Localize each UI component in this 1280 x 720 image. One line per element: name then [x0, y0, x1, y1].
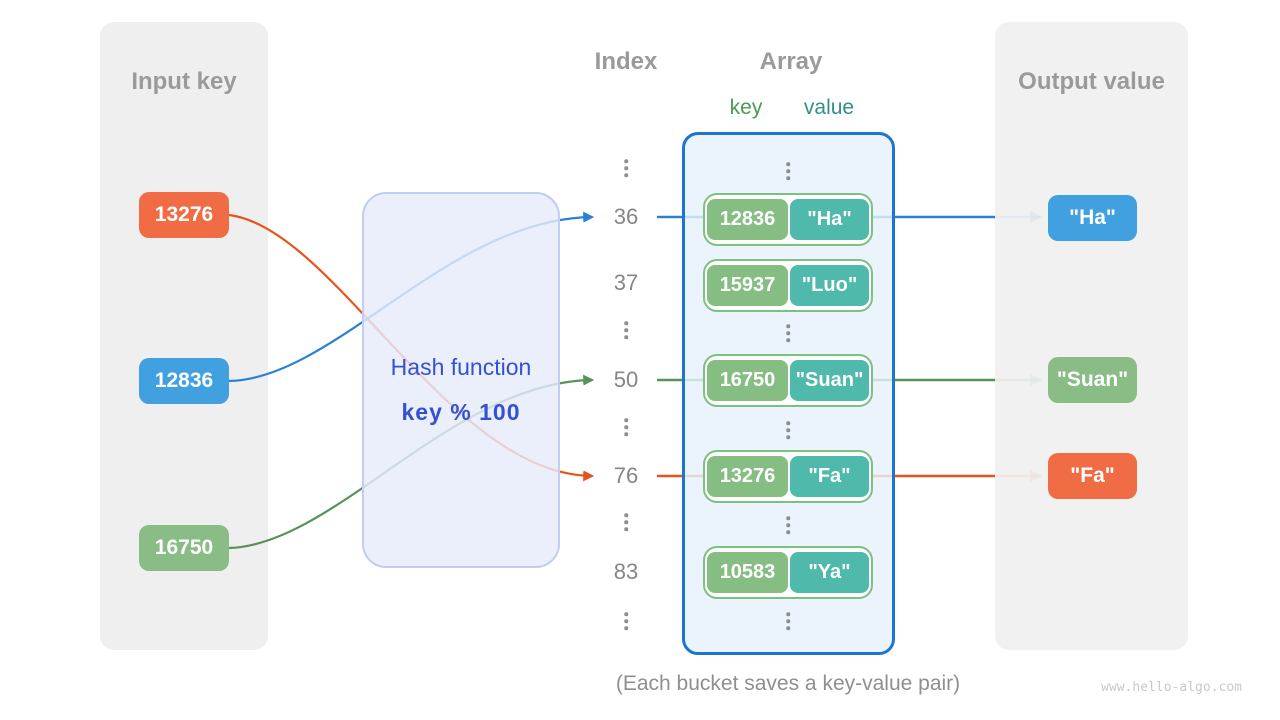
hash-function-label: Hash function	[390, 354, 532, 380]
bucket-value: "Ya"	[790, 552, 869, 593]
array-ellipsis-dots	[786, 162, 790, 180]
input-key-13276: 13276	[139, 192, 229, 238]
bucket-value: "Ha"	[790, 199, 869, 240]
site-watermark: www.hello-algo.com	[1101, 680, 1242, 695]
diagram-caption: (Each bucket saves a key-value pair)	[615, 672, 961, 695]
index-ellipsis-dots	[624, 513, 628, 531]
bucket-index-50: 16750 "Suan"	[703, 354, 873, 407]
bucket-key: 12836	[707, 199, 788, 240]
input-panel-title: Input key	[131, 68, 237, 95]
array-header: Array	[759, 48, 823, 75]
index-ellipsis-dots	[624, 159, 628, 177]
bucket-key: 10583	[707, 552, 788, 593]
index-ellipsis-dots	[624, 418, 628, 436]
array-container: 12836 "Ha" 15937 "Luo" 16750 "Suan" 1327…	[682, 132, 895, 655]
hash-formula: key % 100	[401, 399, 521, 425]
array-ellipsis-dots	[786, 516, 790, 534]
index-37: 37	[613, 270, 639, 295]
bucket-key: 13276	[707, 456, 788, 497]
key-column-label: key	[729, 96, 763, 119]
output-panel-title: Output value	[1018, 68, 1165, 95]
output-value-panel: Output value	[995, 22, 1188, 650]
bucket-index-83: 10583 "Ya"	[703, 546, 873, 599]
value-column-label: value	[803, 96, 855, 119]
output-value-ha: "Ha"	[1048, 195, 1137, 241]
bucket-value: "Fa"	[790, 456, 869, 497]
index-83: 83	[613, 559, 639, 584]
bucket-key: 15937	[707, 265, 788, 306]
array-ellipsis-dots	[786, 324, 790, 342]
bucket-key: 16750	[707, 360, 788, 401]
array-ellipsis-dots	[786, 421, 790, 439]
index-ellipsis-dots	[624, 321, 628, 339]
index-header: Index	[594, 48, 658, 75]
input-key-12836: 12836	[139, 358, 229, 404]
index-76: 76	[613, 463, 639, 488]
bucket-index-37: 15937 "Luo"	[703, 259, 873, 312]
array-ellipsis-dots	[786, 612, 790, 630]
bucket-value: "Suan"	[790, 360, 869, 401]
hash-function-box: Hash function key % 100	[362, 192, 560, 568]
output-value-suan: "Suan"	[1048, 357, 1137, 403]
output-value-fa: "Fa"	[1048, 453, 1137, 499]
bucket-value: "Luo"	[790, 265, 869, 306]
index-36: 36	[613, 204, 639, 229]
index-50: 50	[613, 367, 639, 392]
bucket-index-76: 13276 "Fa"	[703, 450, 873, 503]
bucket-index-36: 12836 "Ha"	[703, 193, 873, 246]
index-ellipsis-dots	[624, 612, 628, 630]
input-key-16750: 16750	[139, 525, 229, 571]
